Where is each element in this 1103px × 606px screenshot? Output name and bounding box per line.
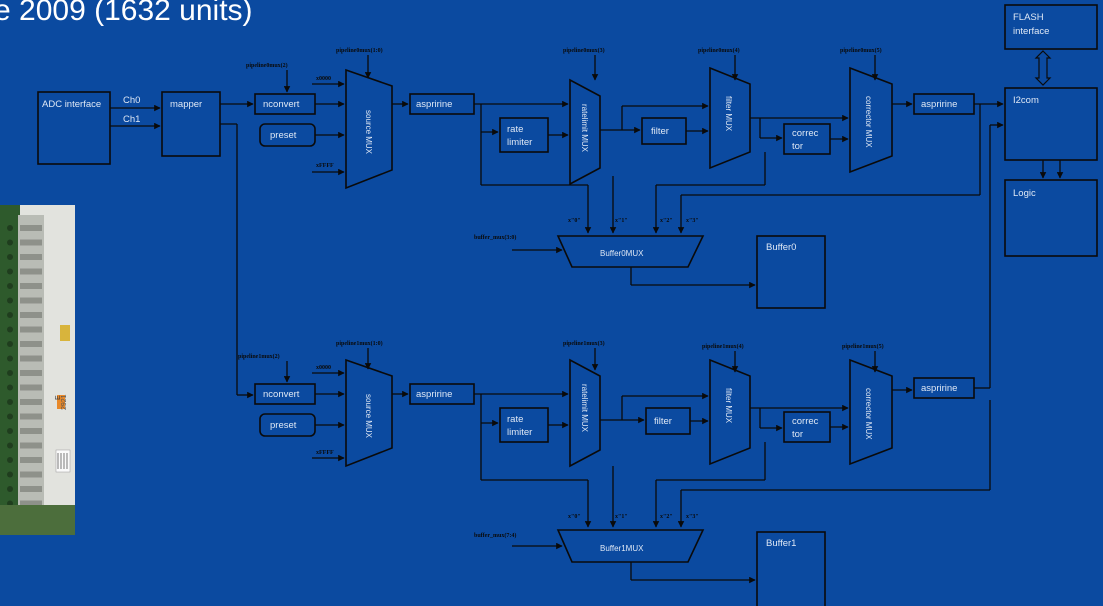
buffer-mux-sel-0: buffer_mux(3:0): [474, 234, 516, 241]
pipeline1-mux5-label: pipeline1mux(5): [842, 343, 884, 350]
filter-label-1: filter: [654, 416, 672, 427]
pipeline0-mux3-label: pipeline0mux(3): [563, 47, 605, 54]
corrector-mux-label-1: corrector MUX: [864, 388, 873, 440]
pipeline0-mux4-label: pipeline0mux(4): [698, 47, 740, 54]
buffer1-label: Buffer1: [766, 538, 796, 549]
bufmux0-in3: x"3": [686, 218, 699, 224]
bufmux0-in2: x"2": [660, 218, 673, 224]
aspririne-label-1a: aspririne: [416, 389, 452, 400]
ratelimit-mux-label-0: ratelimit MUX: [580, 104, 589, 153]
corrector-label-0a: correc: [792, 128, 819, 139]
rate-label-1b: limiter: [507, 427, 532, 438]
pipeline1-mux10-label: pipeline1mux(1:0): [336, 340, 383, 347]
rate-label-0b: limiter: [507, 137, 532, 148]
bufmux0-in1: x"1": [615, 218, 628, 224]
pipeline1-mux4-label: pipeline1mux(4): [702, 343, 744, 350]
filter-mux-label-0: filter MUX: [724, 96, 733, 132]
corrector-label-1a: correc: [792, 416, 819, 427]
source-mux-label-0: source MUX: [364, 110, 373, 155]
corrector-label-0b: tor: [792, 141, 803, 152]
preset-label-1: preset: [270, 420, 297, 431]
preset-label-0: preset: [270, 130, 297, 141]
i2com-label: I2com: [1013, 95, 1039, 106]
pipeline-0: pipeline0mux(2) nconvert preset x0000 xF…: [246, 47, 1003, 308]
bufmux1-in0: x"0": [568, 514, 581, 520]
nconvert-label-0: nconvert: [263, 99, 300, 110]
ch1-label: Ch1: [123, 114, 140, 125]
pipeline0-mux10-label: pipeline0mux(1:0): [336, 47, 383, 54]
buffer0-label: Buffer0: [766, 242, 796, 253]
buffer1-mux-label: Buffer1MUX: [600, 544, 644, 553]
flash-label-a: FLASH: [1013, 12, 1044, 23]
corrector-mux-label-0: corrector MUX: [864, 96, 873, 148]
pipeline1-mux2-label: pipeline1mux(2): [238, 353, 280, 360]
adc-interface-label: ADC interface: [42, 99, 101, 110]
const-x0000-0: x0000: [316, 76, 331, 82]
corrector-label-1b: tor: [792, 429, 803, 440]
pipeline1-mux3-label: pipeline1mux(3): [563, 340, 605, 347]
bufmux1-in1: x"1": [615, 514, 628, 520]
ch0-label: Ch0: [123, 95, 140, 106]
const-x0000-1: x0000: [316, 365, 331, 371]
const-xffff-0: xFFFF: [316, 163, 334, 169]
bidirectional-arrow-icon: [1036, 51, 1050, 85]
pipeline0-mux5-label: pipeline0mux(5): [840, 47, 882, 54]
buffer0-mux-label: Buffer0MUX: [600, 249, 644, 258]
bufmux1-in3: x"3": [686, 514, 699, 520]
rate-label-0a: rate: [507, 124, 523, 135]
filter-mux-label-1: filter MUX: [724, 388, 733, 424]
pipeline0-mux2-label: pipeline0mux(2): [246, 62, 288, 69]
filter-label-0: filter: [651, 126, 669, 137]
const-xffff-1: xFFFF: [316, 450, 334, 456]
buffer-mux-sel-1: buffer_mux(7:4): [474, 532, 516, 539]
logic-label: Logic: [1013, 188, 1036, 199]
flash-label-b: interface: [1013, 26, 1049, 37]
nconvert-label-1: nconvert: [263, 389, 300, 400]
aspririne-label-1b: aspririne: [921, 383, 957, 394]
aspririne-label-0b: aspririne: [921, 99, 957, 110]
bufmux1-in2: x"2": [660, 514, 673, 520]
ratelimit-mux-label-1: ratelimit MUX: [580, 384, 589, 433]
mapper-label: mapper: [170, 99, 202, 110]
bufmux0-in0: x"0": [568, 218, 581, 224]
pipeline-1: pipeline1mux(2) nconvert preset x0000 xF…: [238, 125, 1003, 606]
source-mux-label-1: source MUX: [364, 394, 373, 439]
rate-label-1a: rate: [507, 414, 523, 425]
aspririne-label-0a: aspririne: [416, 99, 452, 110]
